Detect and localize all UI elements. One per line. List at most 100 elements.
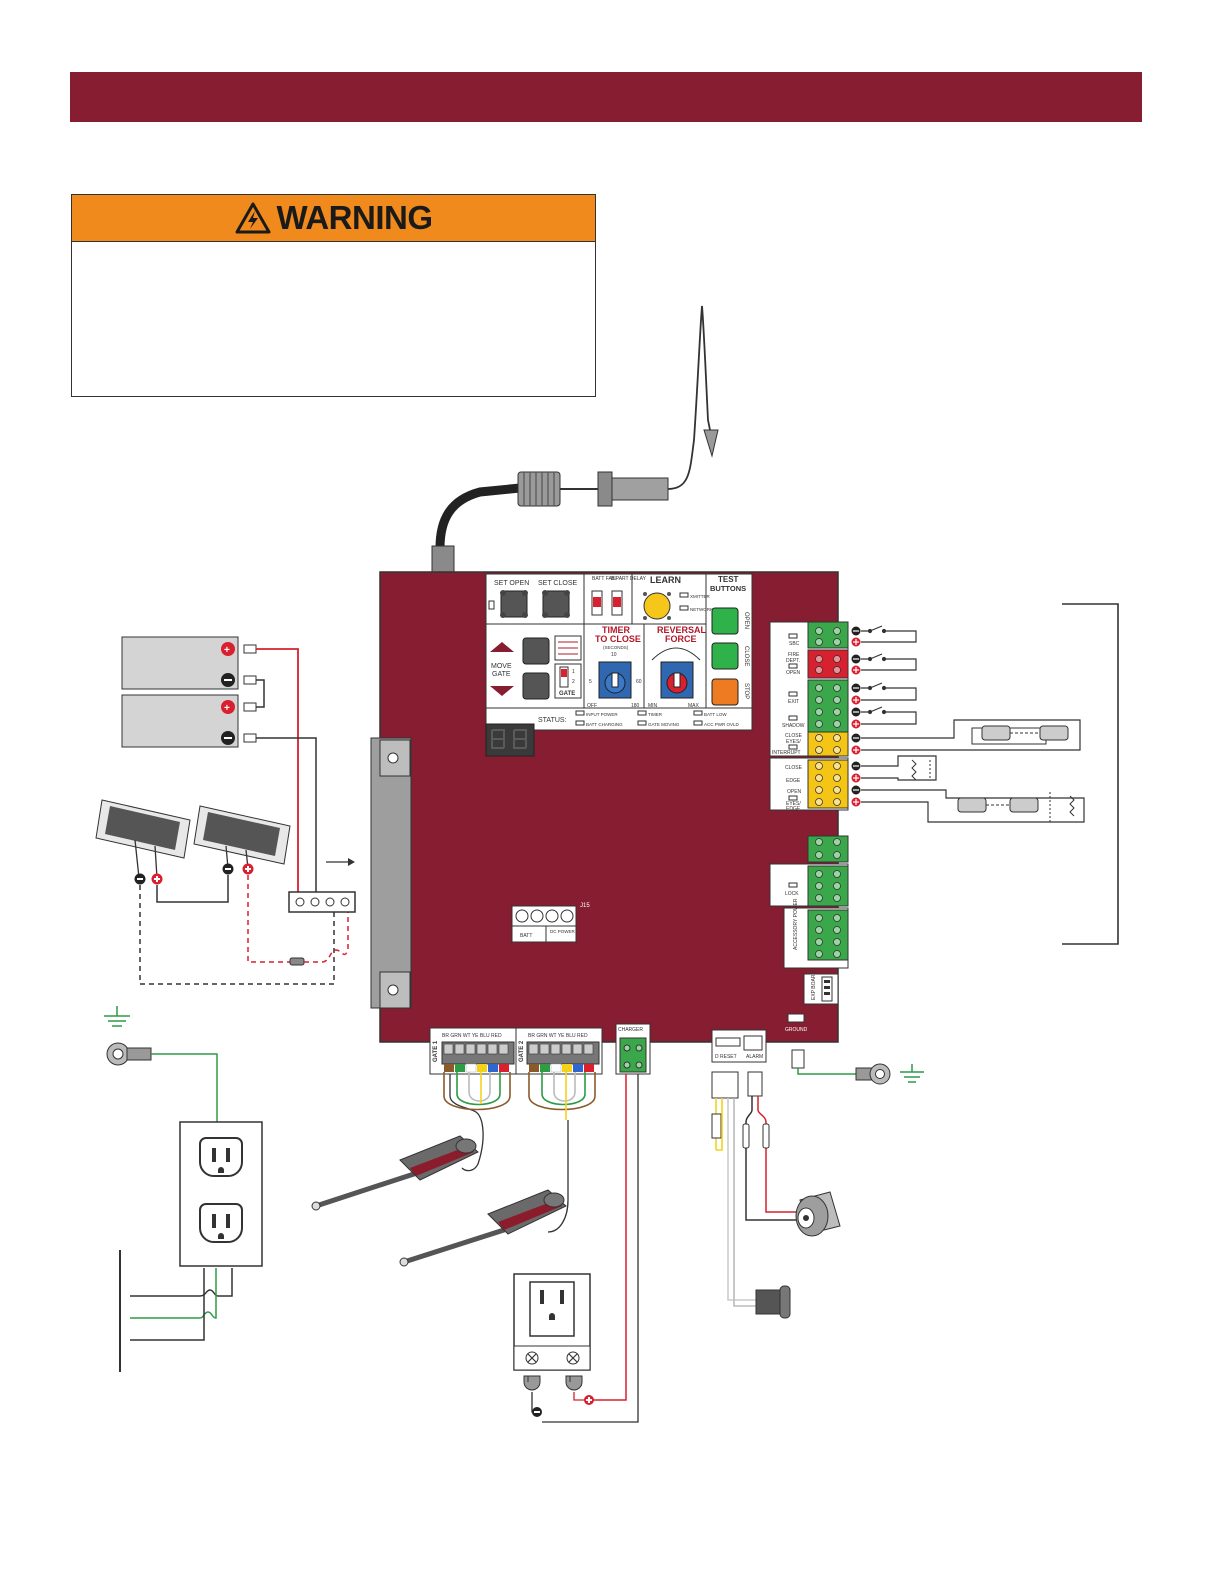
batt-connector-label: BATT [520,933,532,939]
gate-2-label: GATE 2 [519,1040,525,1062]
status-gate-moving: GATE MOVING [648,722,680,727]
status-panel [485,707,753,731]
battery-top: + [121,636,239,690]
charger-terminal[interactable] [615,1023,651,1075]
force-min-label: MIN [648,703,658,709]
status-input-power: INPUT POWER [586,712,618,717]
close-photo-eyes [861,719,1081,751]
exit-shadow-terminal[interactable] [807,679,849,733]
move-down-arrow-icon [490,686,514,696]
j15-label: J15 [580,903,590,909]
lock-terminal[interactable] [807,865,849,907]
gate-2-connector[interactable] [515,1027,603,1075]
status-timer: TIMER [648,712,663,717]
gate-select-switch[interactable] [559,666,569,688]
test-stop-button[interactable] [711,678,739,706]
sbc-label: SBC [789,641,800,647]
move-up-arrow-icon [490,642,514,652]
ground-terminal[interactable] [787,1013,805,1023]
mounting-bracket [370,737,412,1009]
set-open-button[interactable] [500,590,528,618]
close-side-label: CLOSE [743,646,749,666]
warning-header: WARNING [72,195,595,242]
edge-eyes-terminal[interactable] [807,759,849,809]
gate-move-label: GATE [492,671,511,678]
interrupt-label: INTERRUPT [772,750,801,756]
j15-connector [511,905,577,943]
open-eyes-3-label: EDGE [786,806,801,812]
accessory-power-label: ACCESSORY POWER [793,898,799,950]
wall-outlet [179,1121,263,1267]
move-gate-2-button[interactable] [522,672,550,700]
learn-button[interactable] [643,592,671,620]
battery-bottom: + [121,694,239,748]
seven-segment-display [485,723,535,757]
gate-2-wire-labels: BR GRN WT YE BLU RED [528,1033,588,1039]
close-eyes-terminal[interactable] [807,731,849,757]
test-open-button[interactable] [711,607,739,635]
batt-fail-label: BATT FAIL [592,576,616,582]
close-edge-2-label: EDGE [786,778,801,784]
bipart-delay-switch[interactable] [611,590,623,616]
batt-fail-switch[interactable] [591,590,603,616]
ground-symbol-right-icon [900,1064,924,1083]
to-close-label: TO CLOSE [595,634,641,644]
gate-actuator-2 [399,1189,567,1267]
network-label: NETWORK [690,607,713,612]
accessory-bracket [1062,603,1119,945]
xmitter-label: XMITTER [690,594,710,599]
sbc-terminal[interactable] [807,621,849,649]
status-acc-pwr: ACC PWR OVLD [704,722,740,727]
reset-alarm-connector[interactable] [711,1029,767,1063]
force-max-label: MAX [688,703,700,709]
close-edge-sensor [861,755,937,781]
move-label: MOVE [491,663,512,670]
ground-symbol-left-icon [104,1006,130,1027]
open-eyes-label: OPEN [787,789,802,795]
eyes-label: EYES/ [786,739,801,745]
antenna [431,305,719,573]
gate-1-label: GATE 1 [433,1040,439,1062]
warning-box: WARNING [71,194,596,397]
alarm-sounder [795,1191,841,1237]
bipart-delay-label: BIPART DELAY [611,576,647,582]
close-eyes-label: CLOSE [785,733,803,739]
timer-180-label: 180 [631,703,640,709]
battery-junction-connector [288,891,356,913]
fire-dept-terminal[interactable] [807,649,849,679]
status-batt-low: BATT LOW [704,712,727,717]
solar-panel-left [95,799,191,879]
move-gate-1-button[interactable] [522,637,550,665]
timer-label: TIMER [602,625,630,635]
gate-2-option: 2 [572,679,575,685]
buttons-label: BUTTONS [710,584,746,593]
reset-push-button [755,1285,791,1319]
test-close-button[interactable] [711,642,739,670]
ground-label: GROUND [785,1027,808,1033]
gate-label: GATE [559,691,575,697]
aux-terminal[interactable] [807,835,849,863]
timer-off-label: OFF [587,703,597,709]
fire-open-label: OPEN [786,670,801,676]
timer-10-label: 10 [611,652,617,658]
set-open-label: SET OPEN [494,580,529,587]
warning-triangle-icon [235,202,270,234]
reversal-force-dial[interactable] [660,661,694,699]
ground-ring-lug-left [106,1042,152,1066]
timer-to-close-dial[interactable] [598,661,632,699]
solar-panel-right [193,805,291,869]
lock-label: LOCK [785,891,799,897]
set-close-button[interactable] [542,590,570,618]
fire-label: FIRE [788,652,800,658]
switch-inputs [861,625,917,725]
accessory-power-terminal[interactable] [807,909,849,961]
close-edge-label: CLOSE [785,765,803,771]
gate-1-option: 1 [572,669,575,675]
svg-text:+: + [224,703,230,714]
dept-label: DEPT. [786,658,800,664]
status-label: STATUS: [538,717,567,724]
shadow-label: SHADOW [782,723,805,729]
open-eyes-2-label: EYES/ [786,801,801,807]
exp-board-connector [803,973,839,1005]
status-batt-charging: BATT CHARGING [586,722,623,727]
